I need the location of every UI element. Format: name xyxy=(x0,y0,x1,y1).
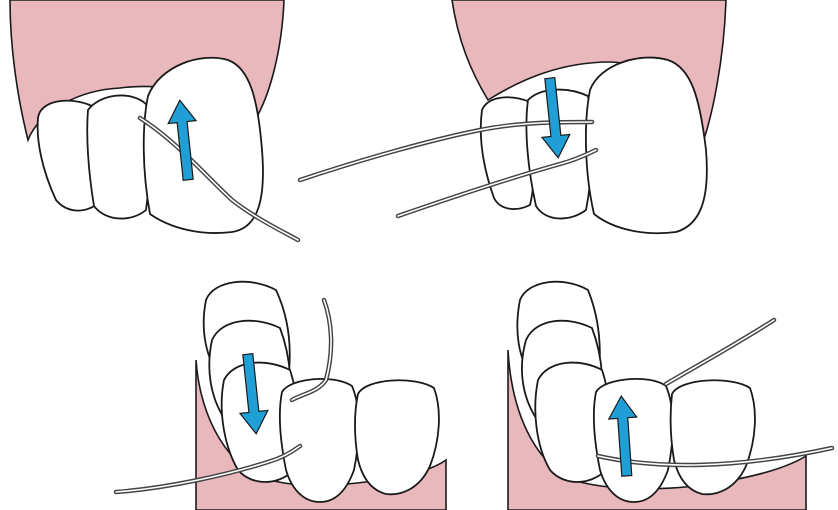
tooth-lower-right-front-1 xyxy=(594,379,673,502)
tooth-upper-back-front xyxy=(586,58,707,234)
floss-lower-right-top xyxy=(666,320,774,384)
tooth-lower-front-1 xyxy=(280,379,359,502)
panel-lower-right-teeth xyxy=(508,282,832,510)
panel-lower-left-teeth xyxy=(116,282,446,510)
tooth-upper-2 xyxy=(87,95,150,218)
tooth-lower-right-front-2 xyxy=(671,380,755,494)
panel-upper-back-teeth xyxy=(300,0,726,233)
panel-upper-front-teeth xyxy=(10,0,298,240)
